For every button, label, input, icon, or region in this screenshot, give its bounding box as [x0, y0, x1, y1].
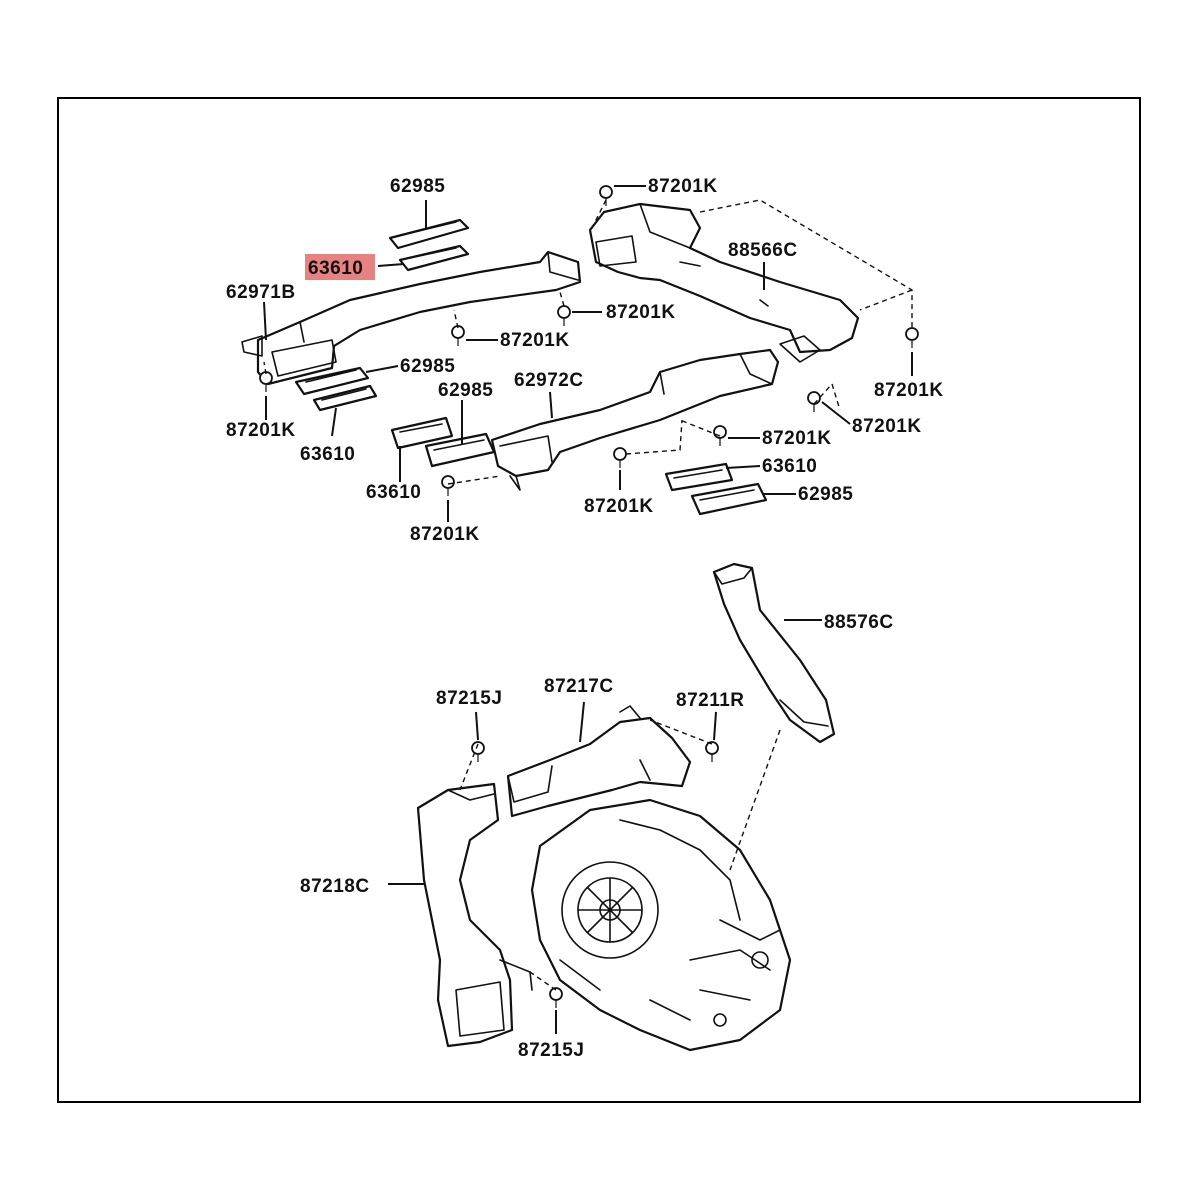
duct-87218c	[416, 782, 533, 1048]
label-87215j-bottom: 87215J	[518, 1040, 584, 1061]
label-88576c: 88576C	[824, 612, 894, 633]
bolt-87215j-bottom	[549, 987, 563, 1008]
label-87201k-right1: 87201K	[874, 380, 944, 401]
duct-62972c	[490, 348, 780, 491]
label-87211r: 87211R	[676, 690, 745, 711]
gasket-62985-right	[690, 482, 768, 516]
duct-62971b	[241, 250, 582, 386]
bolt-87201k-center2	[451, 325, 465, 346]
label-87201k-left: 87201K	[226, 420, 296, 441]
label-62985-right: 62985	[798, 484, 853, 505]
bolt-87211r	[705, 741, 719, 762]
leader-lines	[263, 185, 913, 1034]
label-87201k-right2: 87201K	[852, 416, 922, 437]
gasket-63610-left	[312, 384, 378, 412]
label-87201k-center2: 87201K	[500, 330, 570, 351]
label-62985-top: 62985	[390, 176, 445, 197]
bolt-87201k-center1	[557, 305, 571, 326]
duct-87217c	[506, 705, 692, 818]
highlight-box	[305, 254, 375, 280]
duct-88566c	[588, 202, 860, 363]
label-87201k-right3: 87201K	[762, 428, 832, 449]
label-63610-left: 63610	[300, 444, 355, 465]
diagram-frame	[57, 97, 1141, 1103]
duct-88576c	[712, 562, 836, 744]
label-63610-bottom: 63610	[366, 482, 421, 503]
label-62985-center: 62985	[438, 380, 493, 401]
bolt-87201k-bottom2	[613, 447, 627, 468]
gasket-62985-top	[388, 218, 470, 250]
label-87217c: 87217C	[544, 676, 614, 697]
label-87201k-center1: 87201K	[606, 302, 676, 323]
gasket-62985-mid	[294, 366, 370, 396]
bolt-87201k-left	[259, 371, 273, 392]
gasket-62985-center	[424, 432, 496, 468]
bolt-87201k-right1	[905, 327, 919, 348]
label-87215j-top: 87215J	[436, 688, 502, 709]
label-87201k-bottom1: 87201K	[410, 524, 480, 545]
label-62972c: 62972C	[514, 370, 584, 391]
label-87201k-top: 87201K	[648, 176, 718, 197]
hvac-unit	[530, 798, 792, 1052]
label-87201k-bottom2: 87201K	[584, 496, 654, 517]
bolt-87201k-right2	[807, 391, 821, 412]
label-88566c: 88566C	[728, 240, 798, 261]
gasket-63610-top	[398, 244, 470, 272]
bolt-87201k-top	[599, 185, 613, 206]
dashed-guides	[263, 199, 913, 991]
part-labels: 62985 63610 62971B 62985 87201K 63610 87…	[226, 176, 944, 1061]
bolt-87215j-top	[471, 741, 485, 762]
label-87218c: 87218C	[300, 876, 370, 897]
label-62971b: 62971B	[226, 282, 296, 303]
label-62985-mid: 62985	[400, 356, 455, 377]
gasket-63610-bottom	[390, 416, 454, 450]
gasket-63610-right	[664, 462, 734, 492]
bolt-87201k-bottom1	[441, 475, 455, 496]
label-63610-right: 63610	[762, 456, 817, 477]
label-63610-top: 63610	[308, 258, 363, 279]
